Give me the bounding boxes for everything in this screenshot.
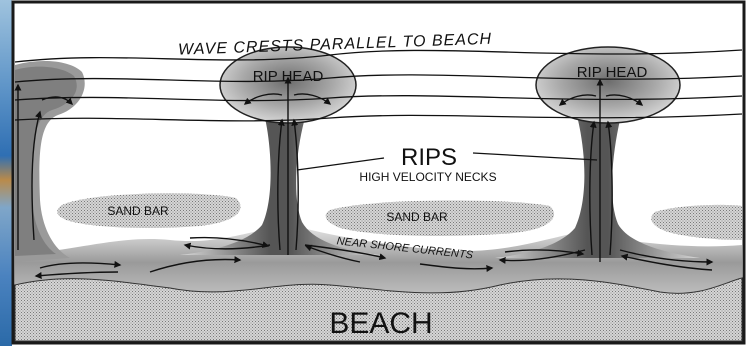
sand-bar-label-middle: SAND BAR bbox=[386, 210, 448, 224]
rip-head-label-right: RIP HEAD bbox=[577, 64, 648, 81]
rips-label: RIPS bbox=[401, 144, 457, 171]
beach-label: BEACH bbox=[329, 307, 432, 340]
high-velocity-necks-label: HIGH VELOCITY NECKS bbox=[359, 170, 496, 184]
rip-right-head bbox=[536, 47, 680, 123]
sand-bar-label-left: SAND BAR bbox=[107, 204, 169, 218]
rip-head-label-middle: RIP HEAD bbox=[253, 68, 324, 85]
